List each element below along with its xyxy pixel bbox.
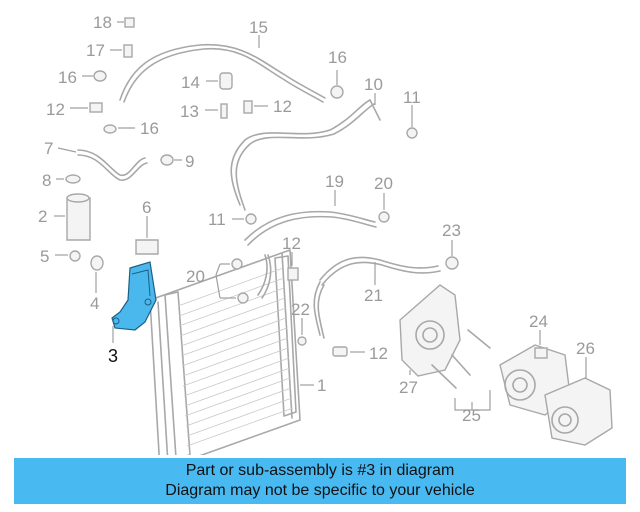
ac-lines [77, 43, 441, 339]
callout-19: 19 [325, 172, 344, 191]
callout-21: 21 [364, 286, 383, 305]
callout-24: 24 [529, 312, 548, 331]
leader-lines [54, 21, 587, 411]
callout-20: 20 [186, 267, 205, 286]
compressor-housing-27 [399, 284, 461, 377]
callout-23: 23 [442, 221, 461, 240]
callout-6: 6 [142, 198, 151, 217]
callout-9: 9 [185, 152, 194, 171]
callout-1: 1 [317, 376, 326, 395]
condenser-bracket-highlighted [111, 261, 157, 331]
callout-16: 16 [58, 68, 77, 87]
callout-15: 15 [249, 18, 268, 37]
fittings-and-seals [65, 17, 459, 357]
callout-13: 13 [180, 102, 199, 121]
ac-system-parts-diagram: 18 15 17 16 16 14 10 11 12 13 12 16 7 9 … [38, 13, 613, 455]
callout-16: 16 [140, 119, 159, 138]
callout-16: 16 [328, 48, 347, 67]
callout-25: 25 [462, 406, 481, 425]
notice-banner: Part or sub-assembly is #3 in diagram Di… [14, 458, 626, 504]
callout-12: 12 [282, 234, 301, 253]
callout-10: 10 [364, 75, 383, 94]
callout-11: 11 [403, 88, 421, 107]
callout-3: 3 [108, 346, 118, 366]
callout-12: 12 [369, 344, 388, 363]
callout-12: 12 [273, 97, 292, 116]
compressor-26 [544, 377, 613, 446]
callout-26: 26 [576, 339, 595, 358]
bolts-25 [431, 329, 491, 389]
callout-2: 2 [38, 207, 47, 226]
callout-27: 27 [399, 378, 418, 397]
notice-line-part: Part or sub-assembly is #3 in diagram [185, 462, 455, 479]
callout-12: 12 [46, 100, 65, 119]
callout-11: 11 [208, 210, 226, 229]
condenser [149, 249, 301, 455]
callout-17: 17 [86, 41, 105, 60]
callout-5: 5 [40, 247, 49, 266]
callout-7: 7 [44, 139, 53, 158]
callout-4: 4 [90, 294, 99, 313]
callout-8: 8 [42, 171, 51, 190]
notice-line-disclaimer: Diagram may not be specific to your vehi… [165, 482, 475, 499]
callouts: 18 15 17 16 16 14 10 11 12 13 12 16 7 9 … [38, 13, 595, 425]
callout-14: 14 [181, 73, 200, 92]
callout-18: 18 [93, 13, 112, 32]
callout-22: 22 [291, 300, 310, 319]
callout-20: 20 [374, 174, 393, 193]
